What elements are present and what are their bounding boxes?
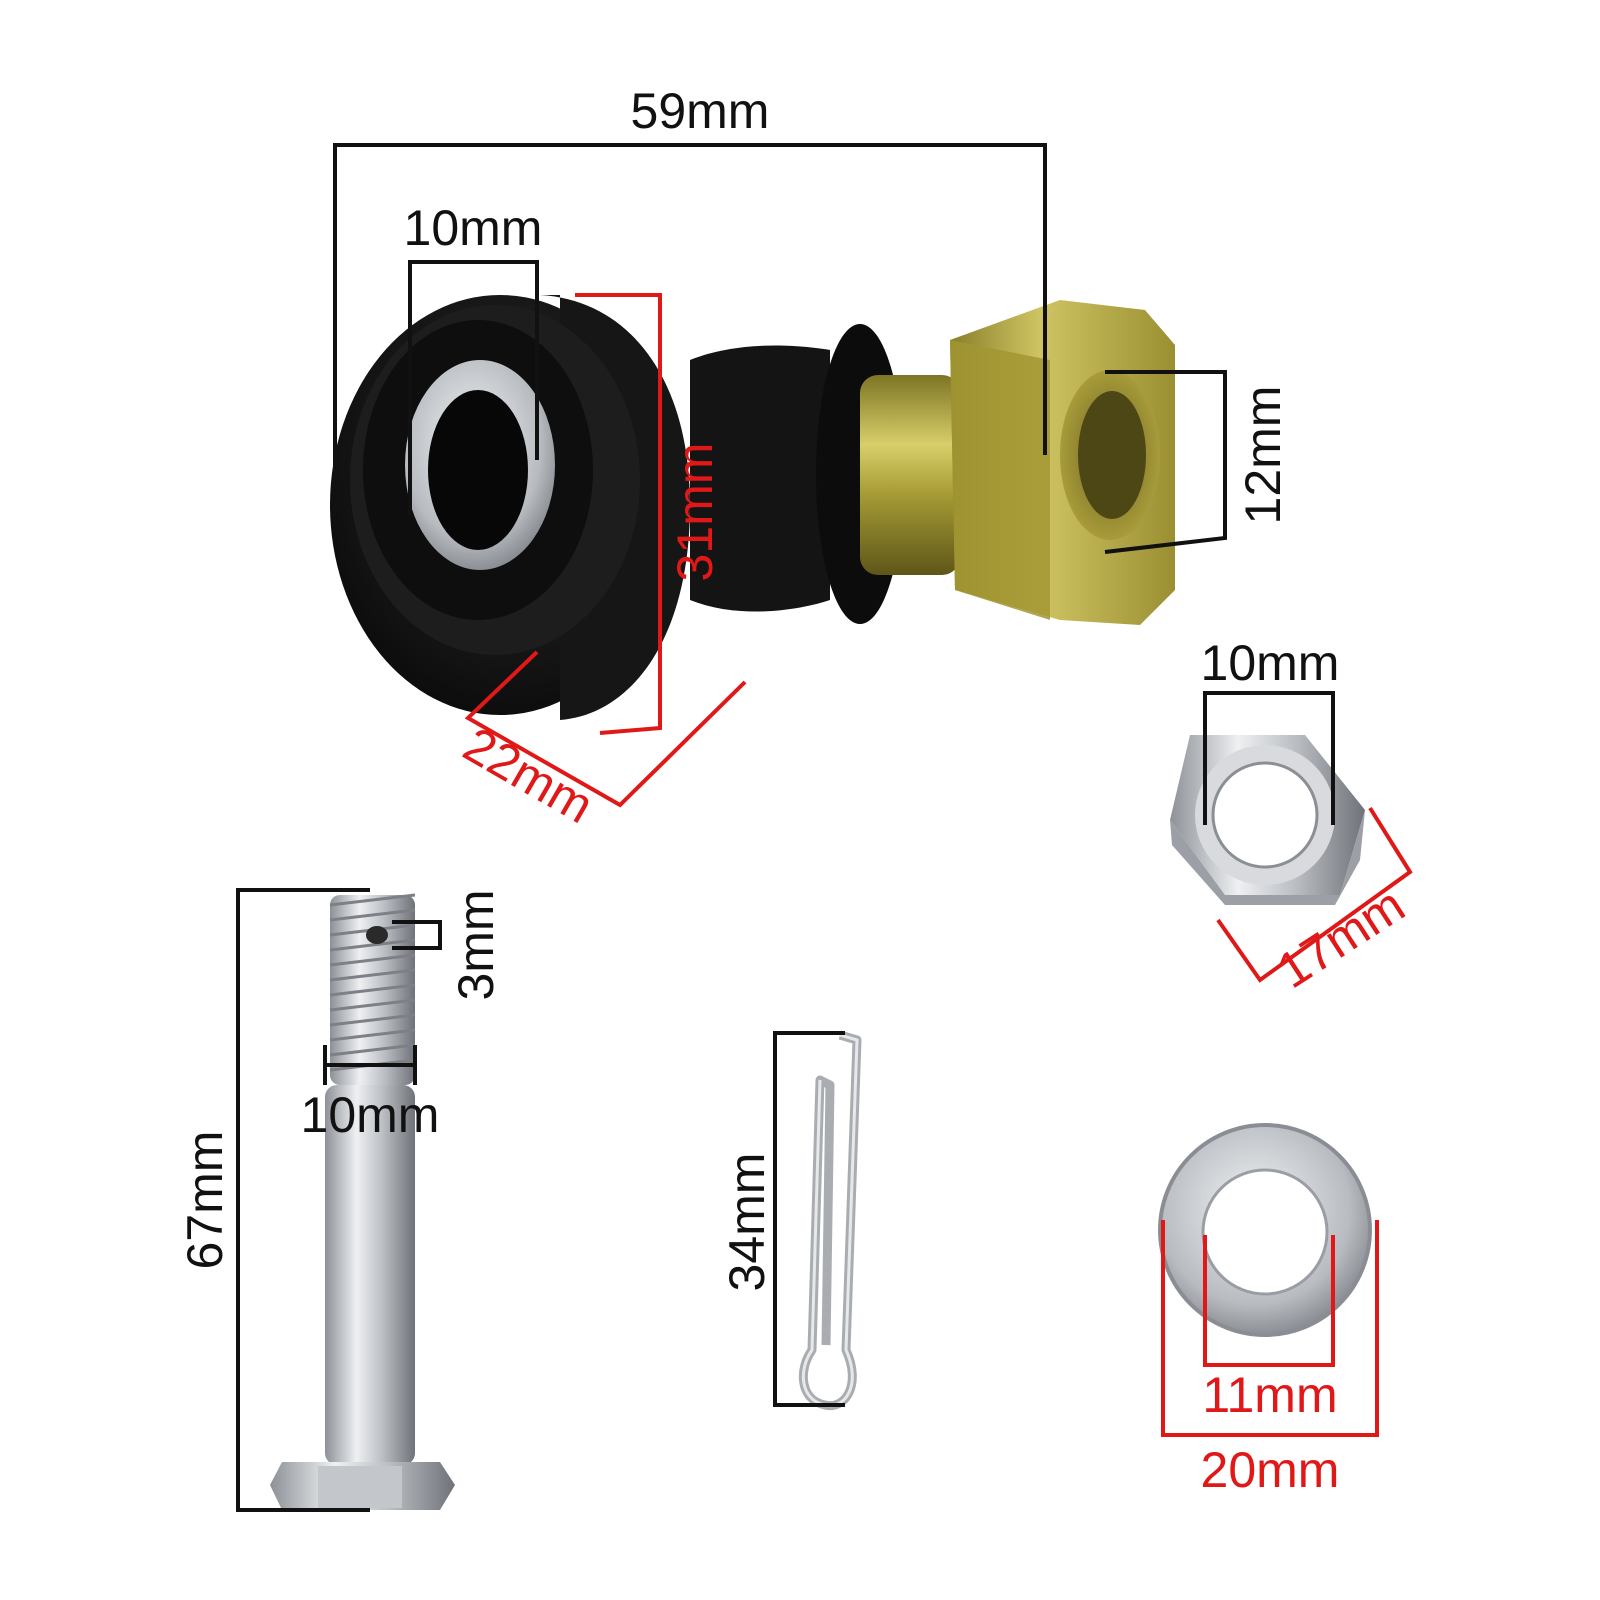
dim-line-cotter-length (773, 1031, 845, 1407)
label-thread-diameter: 12mm (1235, 386, 1291, 525)
dim-line-nut-flats (1216, 806, 1413, 983)
label-bolt-thread: 10mm (301, 1087, 440, 1143)
dim-line-washer-inner (1203, 1235, 1335, 1367)
label-housing-width: 22mm (454, 716, 602, 834)
threaded-stud (860, 375, 960, 575)
cotter-pin (798, 1030, 862, 1411)
bolt-pin-hole (366, 926, 388, 944)
label-pin-hole: 3mm (448, 889, 504, 1000)
label-washer-inner: 11mm (1202, 1367, 1337, 1423)
tie-rod-end (330, 295, 1175, 720)
washer (1158, 1123, 1372, 1337)
dim-line-bolt-thread (323, 1045, 417, 1085)
label-bolt-length: 67mm (177, 1131, 233, 1270)
dim-line-housing-height (575, 293, 662, 735)
dim-line-overall-length (333, 143, 1047, 515)
label-bore-diameter: 10mm (404, 200, 543, 256)
bolt (270, 893, 455, 1510)
label-cotter-length: 34mm (719, 1153, 775, 1292)
bore-hole (428, 390, 528, 550)
dim-line-housing-width (464, 650, 747, 808)
dim-line-bolt-length (236, 888, 370, 1512)
label-nut-inner: 10mm (1201, 635, 1340, 691)
hex-nut (1170, 735, 1365, 905)
label-overall-length: 59mm (631, 83, 770, 139)
dim-line-pin-hole (392, 920, 442, 950)
tie-rod-neck (690, 345, 830, 612)
dim-line-thread (1104, 370, 1227, 554)
label-washer-outer: 20mm (1201, 1442, 1340, 1498)
washer-hole (1203, 1170, 1327, 1294)
bolt-shank (325, 1085, 415, 1465)
dim-line-nut-inner (1203, 691, 1335, 825)
hex-nut-hole (1213, 763, 1317, 867)
dim-line-washer-outer (1161, 1220, 1379, 1437)
label-housing-height: 31mm (667, 443, 723, 582)
dim-line-bore (408, 260, 539, 515)
